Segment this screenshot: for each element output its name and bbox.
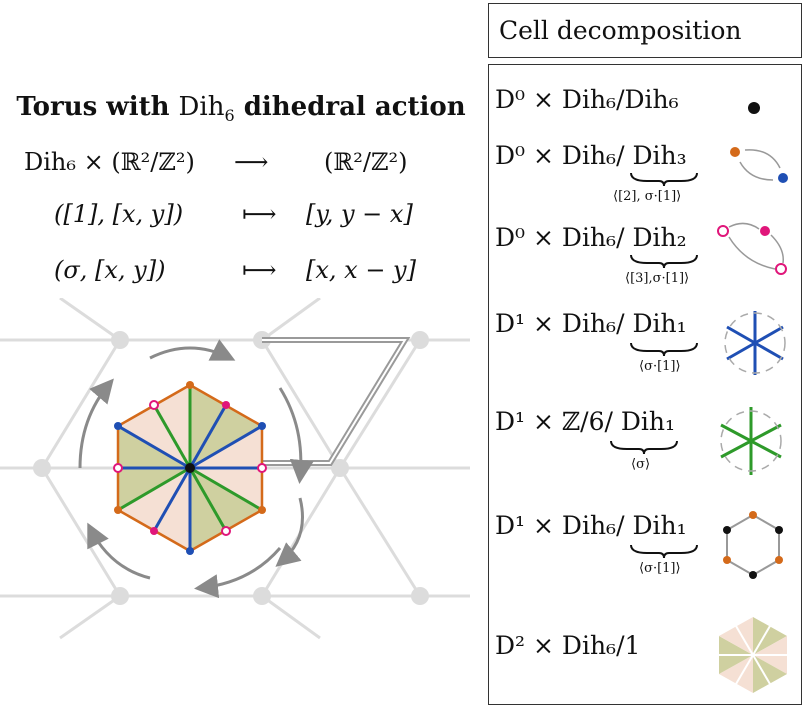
map-row-1: Dih₆ × (ℝ²/ℤ²) ⟶ (ℝ²/ℤ²) [24,148,464,184]
blue-star-icon [724,311,786,375]
filled-hexagon-icon [719,617,787,693]
left-panel: Torus with Dih6 dihedral action Dih₆ × (… [0,92,476,640]
cell-label: D¹ × ℤ/6/ Dih₁ [495,407,676,436]
map-row-3-left: (σ, [x, y]) [54,256,166,284]
underbrace-icon [630,342,698,357]
map-row-2-right: [y, y − x] [306,200,413,228]
cell-1-dih3: D⁰ × Dih₆/ Dih₃ ⟨[2], σ·[1]⟩ [489,135,803,215]
title-prefix: Torus with [16,92,179,122]
underbrace-icon [630,544,698,559]
map-row-3-arrow: ⟼ [242,256,277,284]
cell-3-dih1-blue: D¹ × Dih₆/ Dih₁ ⟨σ·[1]⟩ [489,301,803,391]
map-row-2: ([1], [x, y]) ⟼ [y, y − x] [24,200,464,236]
title-group: Dih [178,92,225,122]
map-row-3-right: [x, x − y] [306,256,416,284]
cell-4-dih1-green: D¹ × ℤ/6/ Dih₁ ⟨σ⟩ [489,399,803,489]
cell-0-dih6: D⁰ × Dih₆/Dih₆ [489,77,803,137]
cell-decomposition-panel: D⁰ × Dih₆/Dih₆ D⁰ × Dih₆/ Dih₃ ⟨[2], σ·[… [488,64,802,705]
title-group-sub: 6 [224,106,235,126]
cell-5-dih1-orange: D¹ × Dih₆/ Dih₁ ⟨σ·[1]⟩ [489,503,803,593]
underbrace-icon [630,254,698,269]
black-point-icon [748,102,760,114]
lattice-lines [0,298,470,640]
cell-label: D² × Dih₆/1 [495,631,641,660]
map-row-1-right: (ℝ²/ℤ²) [324,148,408,176]
cell-subscript: ⟨σ⟩ [631,457,651,472]
cell-2-dih2: D⁰ × Dih₆/ Dih₂ ⟨[3],σ·[1]⟩ [489,217,803,297]
cell-subscript: ⟨σ·[1]⟩ [639,359,681,374]
map-row-3: (σ, [x, y]) ⟼ [x, x − y] [24,256,464,292]
rotation-arrows [78,339,314,599]
green-star-icon [720,407,782,475]
underbrace-icon [610,440,678,455]
fundamental-domain [262,337,411,466]
cell-6-trivial: D² × Dih₆/1 [489,613,803,703]
panel-header: Cell decomposition [488,3,802,58]
hexagon-edges-icon [723,511,783,579]
magenta-points-icon [717,222,787,275]
map-row-1-left: Dih₆ × (ℝ²/ℤ²) [24,148,195,176]
cell-subscript: ⟨[2], σ·[1]⟩ [613,189,682,204]
title-suffix: dihedral action [234,92,466,122]
central-hexagon [113,381,267,555]
cell-label: D¹ × Dih₆/ Dih₁ [495,309,687,338]
cell-label: D⁰ × Dih₆/Dih₆ [495,85,679,114]
cell-label: D¹ × Dih₆/ Dih₁ [495,511,687,540]
map-row-1-arrow: ⟶ [234,148,269,176]
panel-header-text: Cell decomposition [499,16,742,45]
cell-subscript: ⟨[3],σ·[1]⟩ [625,271,690,286]
underbrace-icon [630,172,698,187]
figure-title: Torus with Dih6 dihedral action [6,92,476,125]
orange-blue-points-icon [730,147,788,183]
map-row-2-arrow: ⟼ [242,200,277,228]
map-row-2-left: ([1], [x, y]) [54,200,184,228]
torus-tiling-diagram [0,298,470,640]
cell-label: D⁰ × Dih₆/ Dih₃ [495,141,687,170]
cell-subscript: ⟨σ·[1]⟩ [639,561,681,576]
cell-label: D⁰ × Dih₆/ Dih₂ [495,223,687,252]
